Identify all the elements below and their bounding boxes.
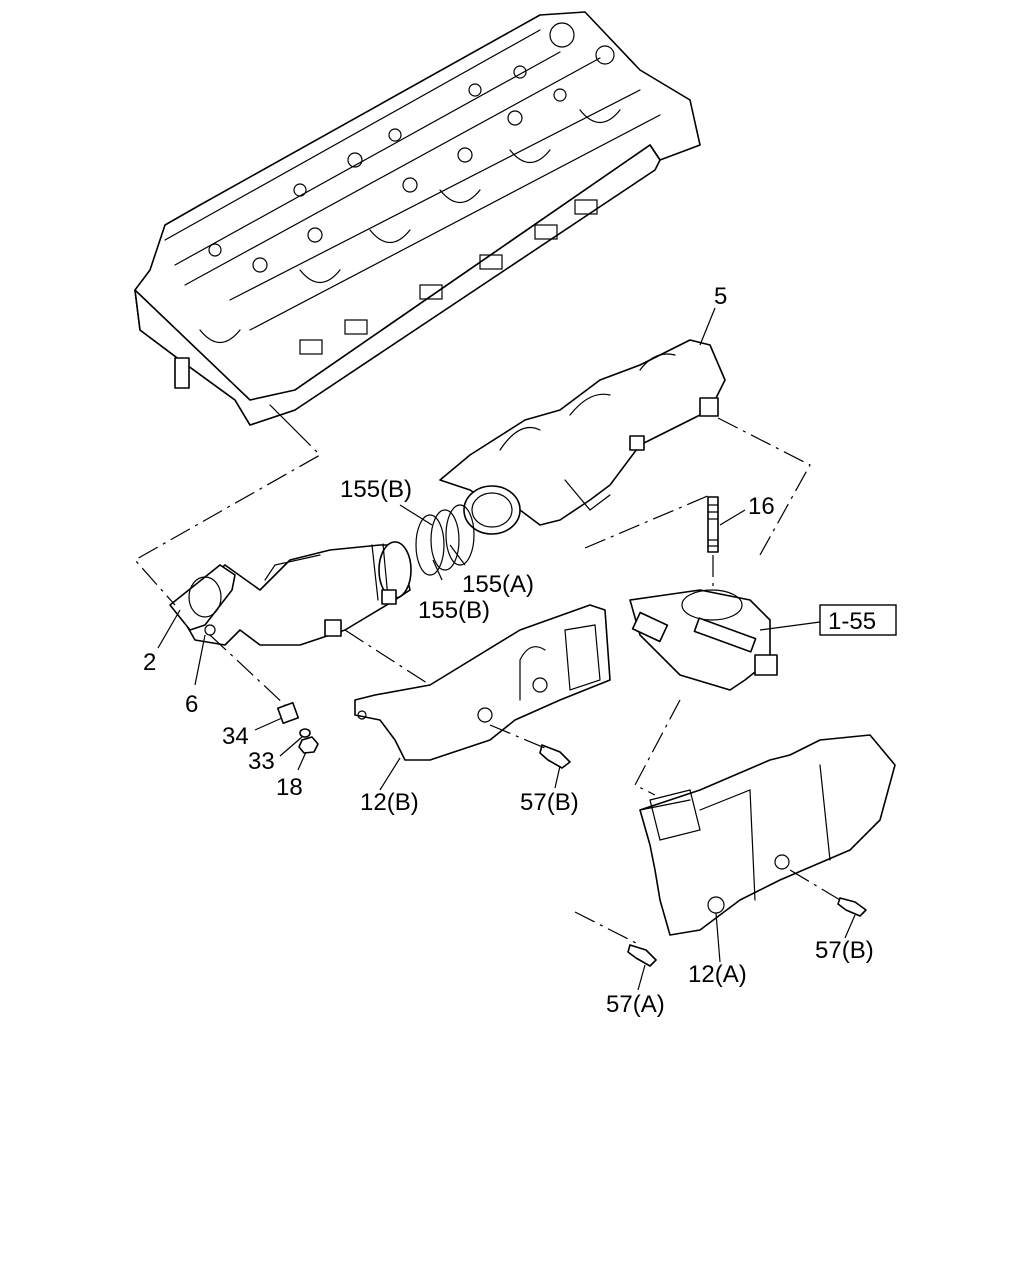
- stud: [707, 496, 719, 553]
- nut-34: [276, 701, 300, 725]
- exhaust-manifold-front: [439, 339, 726, 535]
- nut-18: [298, 736, 319, 754]
- callout-5: 5: [714, 283, 727, 310]
- reference-box: [819, 604, 897, 636]
- seal-rings: [415, 504, 475, 576]
- callout-6: 6: [185, 691, 198, 718]
- heat-shield-a: [639, 734, 896, 936]
- cylinder-head: [134, 11, 701, 431]
- callout-155b-top: 155(B): [340, 476, 412, 503]
- bolt-57b-upper: [539, 744, 571, 769]
- callout-labels: 5 155(B) 16 155(A) 155(B) 1-55 2 6 34 33…: [143, 283, 897, 1018]
- heat-shield-b: [354, 604, 611, 761]
- callout-2: 2: [143, 649, 156, 676]
- callout-16: 16: [748, 493, 775, 520]
- callout-155b-bottom: 155(B): [418, 597, 490, 624]
- leader-lines: [157, 307, 856, 991]
- egr-valve-assembly: [629, 589, 778, 691]
- callout-57b-lower: 57(B): [815, 937, 874, 964]
- callout-57a: 57(A): [606, 991, 665, 1018]
- exhaust-manifold-rear: [174, 541, 412, 646]
- alignment-lines: [134, 417, 841, 946]
- bolt-57a: [627, 944, 657, 967]
- callout-34: 34: [222, 723, 249, 750]
- gasket: [169, 564, 236, 631]
- callout-33: 33: [248, 748, 275, 775]
- callout-155a: 155(A): [462, 571, 534, 598]
- callout-1-55: 1-55: [828, 608, 876, 635]
- callout-57b-upper: 57(B): [520, 789, 579, 816]
- callout-18: 18: [276, 774, 303, 801]
- callout-12a: 12(A): [688, 961, 747, 988]
- washer-33: [299, 728, 311, 738]
- bolt-57b-lower: [837, 897, 867, 917]
- callout-12b: 12(B): [360, 789, 419, 816]
